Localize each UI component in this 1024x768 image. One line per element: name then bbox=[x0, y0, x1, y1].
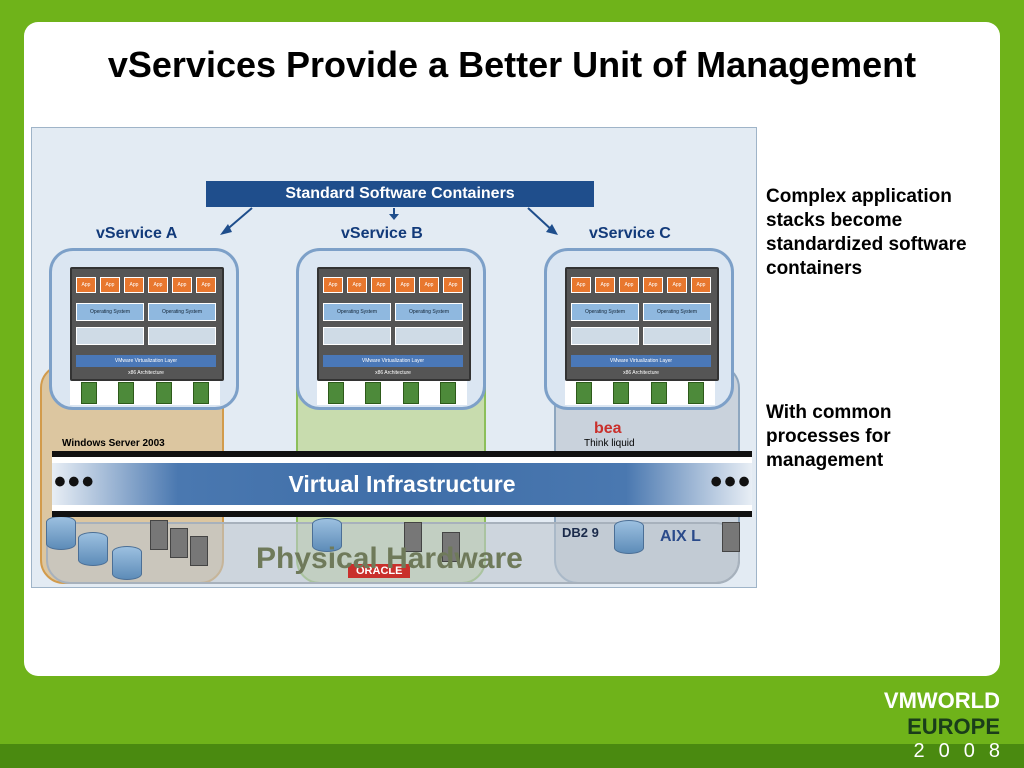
brand-main: VMWORLD bbox=[883, 688, 1000, 713]
app-block: App bbox=[196, 277, 216, 293]
hardware-components bbox=[76, 327, 144, 345]
bea-logo: bea bbox=[594, 420, 622, 437]
app-block: App bbox=[100, 277, 120, 293]
virtual-infrastructure-label: Virtual Infrastructure bbox=[288, 471, 516, 497]
server-icon bbox=[150, 520, 168, 550]
app-block: App bbox=[619, 277, 639, 293]
app-block: App bbox=[691, 277, 711, 293]
os-block: Operating System bbox=[323, 303, 391, 321]
virtual-infrastructure-band: Virtual Infrastructure ••• ••• bbox=[52, 451, 752, 517]
db2-logo: DB2 9 bbox=[562, 525, 599, 540]
database-icon bbox=[112, 546, 142, 580]
database-icon bbox=[78, 532, 108, 566]
virtualization-layer: VMware Virtualization Layer bbox=[571, 355, 711, 367]
app-block: App bbox=[595, 277, 615, 293]
oracle-logo: ORACLE bbox=[348, 564, 411, 578]
app-block: App bbox=[395, 277, 415, 293]
os-block: Operating System bbox=[148, 303, 216, 321]
windows-server-logo: Windows Server 2003 bbox=[62, 438, 165, 449]
diagram: Windows Server 2003 Think liquid DB2 9 A… bbox=[31, 127, 757, 588]
hardware-cards bbox=[70, 381, 220, 405]
virtualization-layer: VMware Virtualization Layer bbox=[323, 355, 463, 367]
bottom-strip bbox=[0, 744, 1024, 768]
database-icon bbox=[312, 518, 342, 552]
os-block: Operating System bbox=[643, 303, 711, 321]
brand-year: 2008 bbox=[913, 740, 1014, 762]
hardware-components bbox=[395, 327, 463, 345]
app-block: App bbox=[643, 277, 663, 293]
right-dots: ••• bbox=[710, 463, 752, 501]
app-block: App bbox=[76, 277, 96, 293]
app-block: App bbox=[124, 277, 144, 293]
standard-containers-banner: Standard Software Containers bbox=[206, 181, 594, 207]
physical-hardware-label: Physical Hardware bbox=[256, 542, 523, 575]
vservice-c-label: vService C bbox=[589, 225, 671, 242]
aix-logo: AIX L bbox=[660, 528, 701, 545]
os-block: Operating System bbox=[571, 303, 639, 321]
virtualization-layer: VMware Virtualization Layer bbox=[76, 355, 216, 367]
app-block: App bbox=[443, 277, 463, 293]
server-icon bbox=[442, 532, 460, 562]
hardware-cards bbox=[565, 381, 715, 405]
x86-architecture: x86 Architecture bbox=[128, 370, 164, 376]
server-icon bbox=[190, 536, 208, 566]
app-block: App bbox=[371, 277, 391, 293]
slide-title: vServices Provide a Better Unit of Manag… bbox=[107, 44, 917, 85]
hardware-cards bbox=[317, 381, 467, 405]
bullet-2: With common processes for management bbox=[766, 402, 892, 471]
app-block: App bbox=[571, 277, 591, 293]
vservice-b-label: vService B bbox=[341, 225, 423, 242]
server-icon bbox=[170, 528, 188, 558]
vservice-a-label: vService A bbox=[96, 225, 178, 242]
bullet-1: Complex application stacks become standa… bbox=[766, 186, 967, 279]
database-icon bbox=[46, 516, 76, 550]
app-block: App bbox=[347, 277, 367, 293]
hardware-components bbox=[571, 327, 639, 345]
app-block: App bbox=[419, 277, 439, 293]
brand-region: EUROPE bbox=[907, 714, 1000, 739]
hardware-components bbox=[148, 327, 216, 345]
os-block: Operating System bbox=[76, 303, 144, 321]
left-dots: ••• bbox=[54, 463, 96, 501]
x86-architecture: x86 Architecture bbox=[623, 370, 659, 376]
hardware-components bbox=[643, 327, 711, 345]
x86-architecture: x86 Architecture bbox=[375, 370, 411, 376]
app-block: App bbox=[667, 277, 687, 293]
os-block: Operating System bbox=[395, 303, 463, 321]
server-icon bbox=[404, 522, 422, 552]
app-block: App bbox=[148, 277, 168, 293]
app-block: App bbox=[323, 277, 343, 293]
hardware-components bbox=[323, 327, 391, 345]
database-icon bbox=[614, 520, 644, 554]
banner-arrows bbox=[220, 207, 558, 235]
app-block: App bbox=[172, 277, 192, 293]
server-icon bbox=[722, 522, 740, 552]
vmworld-logo: VMWORLD EUROPE 2008 bbox=[788, 688, 1000, 763]
virtual-infrastructure-bar: Virtual Infrastructure ••• ••• bbox=[52, 463, 752, 505]
think-liquid-logo: Think liquid bbox=[584, 438, 635, 449]
